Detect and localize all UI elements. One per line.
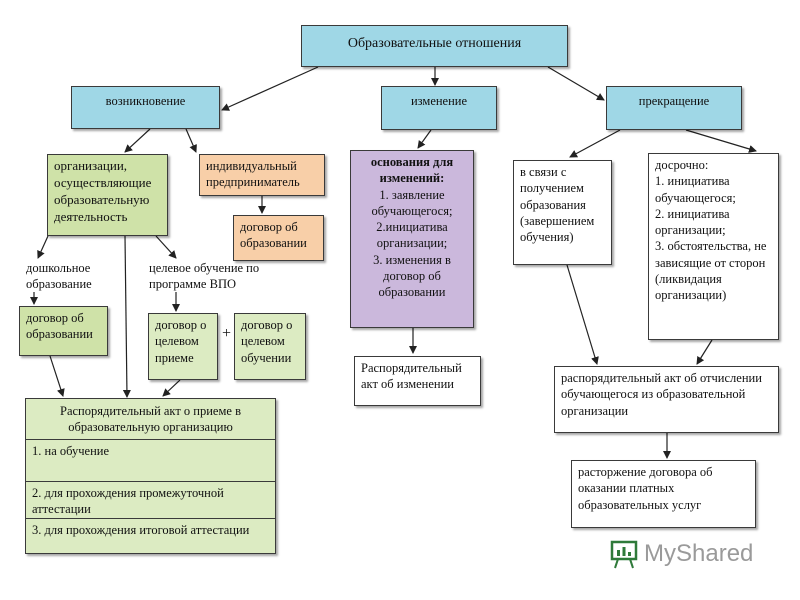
- target-training-contract-label: договор о целевом обучении: [241, 318, 293, 365]
- preschool-contract-label: договор об образовании: [26, 311, 93, 342]
- admission-act-item-2: 2. для прохождения промежуточной аттеста…: [26, 481, 275, 518]
- ip-label: индивидуальный предприниматель: [206, 159, 300, 190]
- arrow-org-to-admission-act: [122, 235, 131, 398]
- preschool-contract-box: договор об образовании: [19, 306, 108, 356]
- arrow-start-to-ip: [185, 128, 197, 153]
- arrow-end-to-completion: [569, 129, 621, 158]
- ip-contract-box: договор об образовании: [233, 215, 324, 261]
- stage-start-label: возникновение: [105, 94, 186, 108]
- target-training-label: целевое обучение по программе ВПО: [149, 261, 260, 291]
- ip-contract-label: договор об образовании: [240, 220, 307, 251]
- arrow-early-to-expulsion: [696, 339, 713, 365]
- myshared-logo: MyShared: [608, 536, 768, 572]
- arrow-org-to-target: [155, 235, 177, 259]
- early-item-1: 1. инициатива обучающегося;: [655, 174, 736, 205]
- arrow-preschool-contract-to-act: [49, 355, 65, 397]
- stage-start-box: возникновение: [71, 86, 220, 129]
- completion-box: в связи с получением образования (заверш…: [513, 160, 612, 265]
- plus-sign: +: [222, 325, 232, 342]
- termination-box: расторжение договора об оказании платных…: [571, 460, 756, 528]
- arrow-start-to-org: [124, 128, 151, 153]
- change-grounds-item-3: 3. изменения в договор об образовании: [373, 252, 451, 300]
- preschool-label: дошкольное образование: [26, 261, 92, 291]
- arrow-end-to-early: [685, 129, 757, 153]
- change-grounds-item-2: 2.инициатива организации;: [376, 220, 448, 251]
- ip-box: индивидуальный предприниматель: [199, 154, 325, 196]
- diagram-title: Образовательные отношения: [347, 36, 522, 51]
- early-item-3: 3. обстоятельства, не зависящие от сторо…: [655, 239, 767, 302]
- arrow-target-admission-to-act: [162, 379, 181, 397]
- arrow-title-to-start: [221, 66, 319, 111]
- arrow-org-to-preschool: [37, 235, 49, 259]
- logo-text: MyShared: [644, 540, 754, 567]
- arrow-title-to-end: [547, 66, 605, 101]
- change-grounds-title: основания для изменений:: [370, 155, 454, 186]
- expulsion-act-label: распорядительный акт об отчислении обуча…: [561, 371, 762, 418]
- presentation-board-icon: [610, 540, 638, 569]
- stage-end-box: прекращение: [606, 86, 742, 130]
- arrow-change-to-grounds: [417, 129, 432, 149]
- expulsion-act-box: распорядительный акт об отчислении обуча…: [554, 366, 779, 433]
- org-box: организации, осуществляющие образователь…: [47, 154, 168, 236]
- stage-change-label: изменение: [410, 94, 468, 108]
- termination-label: расторжение договора об оказании платных…: [578, 465, 713, 512]
- early-title: досрочно:: [655, 158, 709, 172]
- completion-label: в связи с получением образования (заверш…: [520, 165, 595, 244]
- admission-act-table: Распорядительный акт о приеме в образова…: [25, 398, 276, 554]
- stage-change-box: изменение: [381, 86, 497, 130]
- org-label: организации, осуществляющие образователь…: [54, 158, 152, 224]
- target-training-box: договор о целевом обучении: [234, 313, 306, 380]
- target-admission-box: договор о целевом приеме: [148, 313, 218, 380]
- admission-act-item-1: 1. на обучение: [26, 439, 275, 481]
- change-grounds-box: основания для изменений: 1. заявление об…: [350, 150, 474, 328]
- stage-end-label: прекращение: [638, 94, 710, 108]
- early-termination-box: досрочно: 1. инициатива обучающегося; 2.…: [648, 153, 779, 340]
- change-act-box: Распорядительный акт об изменении: [354, 356, 481, 406]
- change-act-label: Распорядительный акт об изменении: [361, 361, 462, 392]
- change-grounds-item-1: 1. заявление обучающегося;: [371, 187, 453, 218]
- target-admission-label: договор о целевом приеме: [155, 318, 207, 365]
- early-item-2: 2. инициатива организации;: [655, 206, 730, 237]
- admission-act-title: Распорядительный акт о приеме в образова…: [60, 404, 241, 435]
- arrow-completion-to-expulsion: [566, 264, 599, 365]
- admission-act-item-3: 3. для прохождения итоговой аттестации: [26, 518, 275, 555]
- title-box: Образовательные отношения: [301, 25, 568, 67]
